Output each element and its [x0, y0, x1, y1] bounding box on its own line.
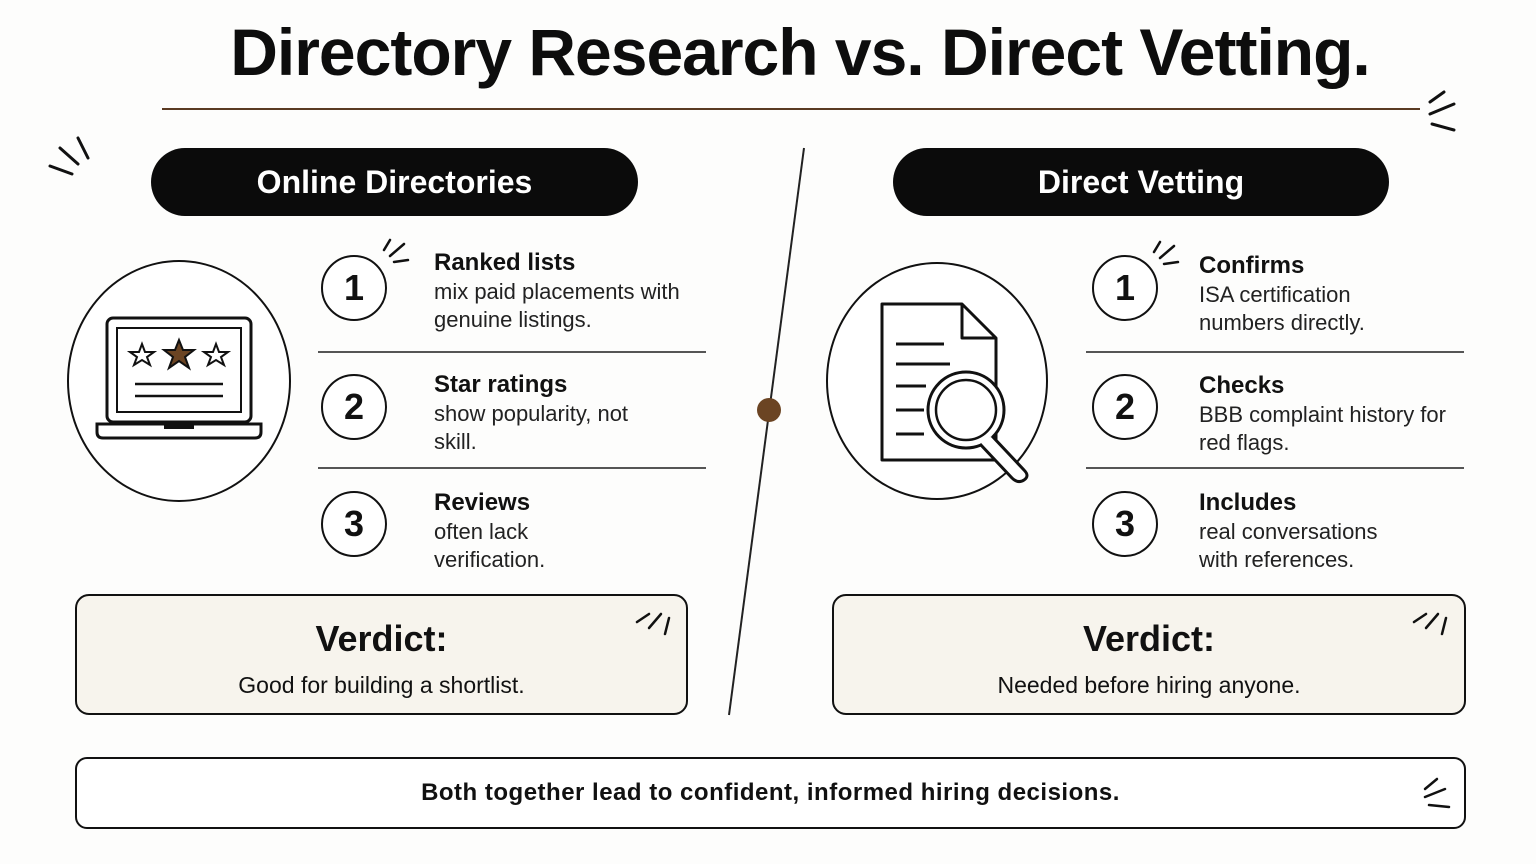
left-verdict-label: Verdict: — [315, 618, 448, 659]
footer-text: Both together lead to confident, informe… — [421, 779, 1120, 806]
spark-decoration-icon — [635, 612, 671, 636]
right-verdict-box: Verdict: Needed before hiring anyone. — [832, 594, 1466, 715]
right-verdict-text: Needed before hiring anyone. — [997, 672, 1301, 698]
left-item-2-text: show popularity, not skill. — [434, 401, 629, 454]
left-item-1-number: 1 — [321, 255, 387, 321]
spark-decoration-icon — [1423, 777, 1451, 809]
right-item-2-heading: Checks — [1199, 372, 1285, 399]
right-verdict-label: Verdict: — [1082, 618, 1216, 659]
footer-summary: Both together lead to confident, informe… — [75, 757, 1466, 829]
left-item-3-number: 3 — [321, 491, 387, 557]
right-item-1-number: 1 — [1092, 255, 1158, 321]
left-item-3-heading: Reviews — [434, 489, 531, 516]
title-underline — [162, 108, 1420, 110]
left-item-1-heading: Ranked lists — [434, 249, 576, 276]
left-item-1-text: mix paid placements with genuine listing… — [434, 279, 680, 332]
right-item-2-text: BBB complaint history for red flags. — [1199, 402, 1446, 455]
left-icon-circle — [67, 260, 291, 502]
laptop-star-rating-icon — [95, 316, 263, 440]
left-separator — [318, 351, 706, 353]
left-separator — [318, 467, 706, 469]
left-item-2: Star ratings show popularity, not skill. — [434, 370, 634, 456]
left-item-2-number: 2 — [321, 374, 387, 440]
right-icon-circle — [826, 262, 1048, 500]
center-divider — [728, 147, 805, 716]
right-item-3-number: 3 — [1092, 491, 1158, 557]
left-item-3: Reviews often lack verification. — [434, 488, 574, 574]
left-verdict-box: Verdict: Good for building a shortlist. — [75, 594, 688, 715]
right-item-2: Checks BBB complaint history for red fla… — [1199, 371, 1459, 457]
spark-decoration-icon — [1428, 90, 1456, 132]
spark-decoration-icon — [1152, 240, 1180, 266]
right-separator — [1086, 467, 1464, 469]
right-item-2-number: 2 — [1092, 374, 1158, 440]
left-item-1: Ranked lists mix paid placements with ge… — [434, 248, 714, 334]
left-item-2-heading: Star ratings — [434, 371, 568, 398]
left-item-3-text: often lack verification. — [434, 519, 546, 572]
spark-decoration-icon — [382, 238, 410, 264]
right-item-3-heading: Includes — [1199, 489, 1297, 516]
right-separator — [1086, 351, 1464, 353]
divider-dot-icon — [757, 398, 781, 422]
left-verdict-text: Good for building a shortlist. — [238, 672, 525, 698]
spark-decoration-icon — [48, 136, 90, 176]
right-item-1-heading: Confirms — [1199, 252, 1305, 279]
document-magnifier-icon — [880, 302, 1029, 484]
right-item-3: Includes real conversations with referen… — [1199, 488, 1419, 574]
right-item-1-text: ISA certification numbers directly. — [1199, 282, 1365, 335]
right-item-1: Confirms ISA certification numbers direc… — [1199, 251, 1409, 337]
spark-decoration-icon — [1412, 612, 1448, 636]
left-header: Online Directories — [151, 148, 638, 216]
page-title: Directory Research vs. Direct Vetting. — [230, 15, 1371, 89]
right-header: Direct Vetting — [893, 148, 1389, 216]
right-item-3-text: real conversations with references. — [1199, 519, 1378, 572]
